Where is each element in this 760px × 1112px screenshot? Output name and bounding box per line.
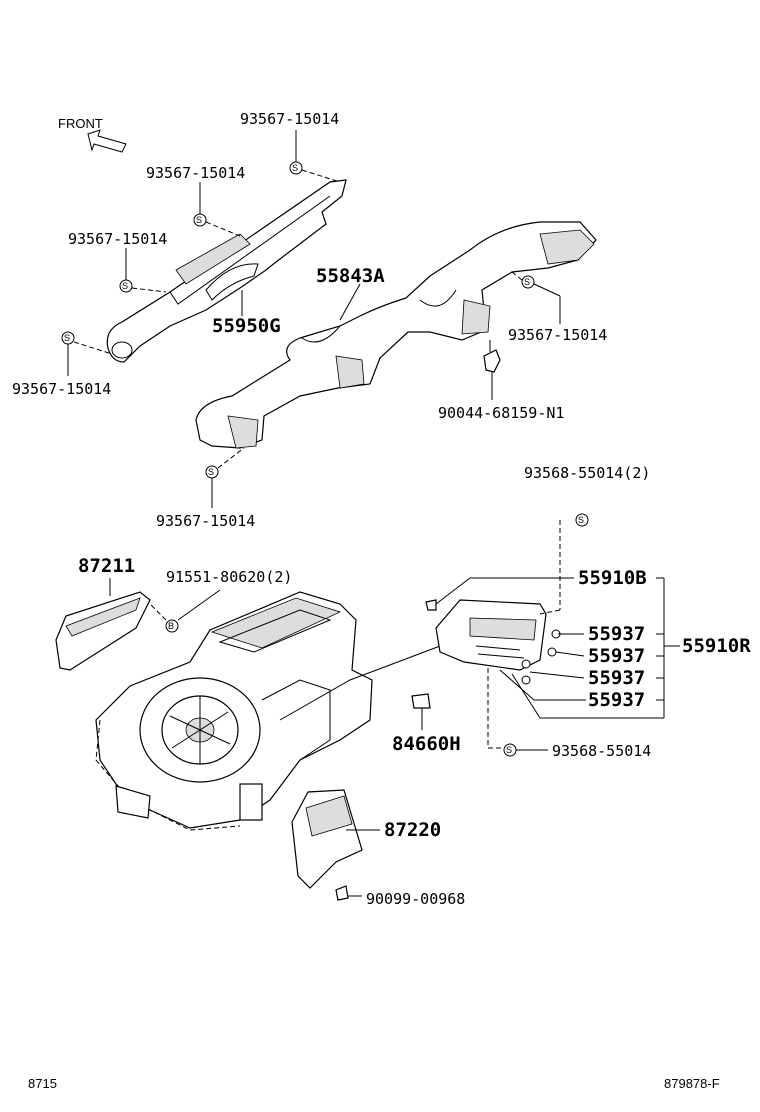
- front-arrow: FRONT: [58, 116, 127, 153]
- label-55843A: 55843A: [316, 265, 385, 287]
- side-duct: [195, 221, 597, 449]
- label-87211: 87211: [78, 555, 135, 577]
- upper-screw-symbols: S S S S S S S: [61, 161, 589, 527]
- bolt-91551: B: [149, 589, 221, 633]
- label-87220: 87220: [384, 819, 441, 841]
- duct-87220: [291, 789, 380, 901]
- footer-left-code: 8715: [28, 1076, 57, 1091]
- heater-unit: [95, 591, 441, 831]
- part-labels: 93567-15014 93567-15014 93567-15014 9356…: [12, 110, 751, 908]
- label-55937-1: 55937: [588, 623, 645, 645]
- label-93567-upper: 93567-15014: [146, 164, 245, 182]
- svg-text:B: B: [168, 621, 174, 631]
- svg-text:S: S: [196, 215, 202, 225]
- label-93568-single: 93568-55014: [552, 742, 651, 760]
- svg-text:S: S: [506, 745, 512, 755]
- label-55937-3: 55937: [588, 667, 645, 689]
- front-label: FRONT: [58, 116, 103, 131]
- svg-text:S: S: [208, 467, 214, 477]
- footer: 8715 879878-F: [28, 1076, 720, 1091]
- bolt-symbol-icon: [165, 619, 179, 633]
- defroster-nozzle: [106, 179, 347, 363]
- label-55937-4: 55937: [588, 689, 645, 711]
- control-panel: [411, 520, 561, 749]
- label-55950G: 55950G: [212, 315, 281, 337]
- label-93567-top: 93567-15014: [240, 110, 339, 128]
- label-93567-bottom: 93567-15014: [156, 512, 255, 530]
- label-91551: 91551-80620(2): [166, 568, 292, 586]
- footer-right-code: 879878-F: [664, 1076, 720, 1091]
- label-90044: 90044-68159-N1: [438, 404, 564, 422]
- seal-87211: [55, 578, 151, 671]
- label-55910R: 55910R: [682, 635, 751, 657]
- upper-leaders: [67, 130, 561, 508]
- label-93567-left-low: 93567-15014: [12, 380, 111, 398]
- screw-symbol-icon: [521, 275, 535, 289]
- label-90099: 90099-00968: [366, 890, 465, 908]
- label-93567-right: 93567-15014: [508, 326, 607, 344]
- svg-text:S: S: [292, 163, 298, 173]
- label-55910B: 55910B: [578, 567, 647, 589]
- svg-text:S: S: [122, 281, 128, 291]
- screw-symbol-icon: [575, 513, 589, 527]
- control-leaders: S: [435, 577, 680, 757]
- label-84660H: 84660H: [392, 733, 461, 755]
- svg-text:S: S: [524, 277, 530, 287]
- label-55937-2: 55937: [588, 645, 645, 667]
- label-93568-2: 93568-55014(2): [524, 464, 650, 482]
- front-arrow-icon: [87, 129, 127, 153]
- svg-text:S: S: [64, 333, 70, 343]
- bolt-90044: [483, 340, 501, 373]
- label-93567-left-mid: 93567-15014: [68, 230, 167, 248]
- svg-text:S: S: [578, 515, 584, 525]
